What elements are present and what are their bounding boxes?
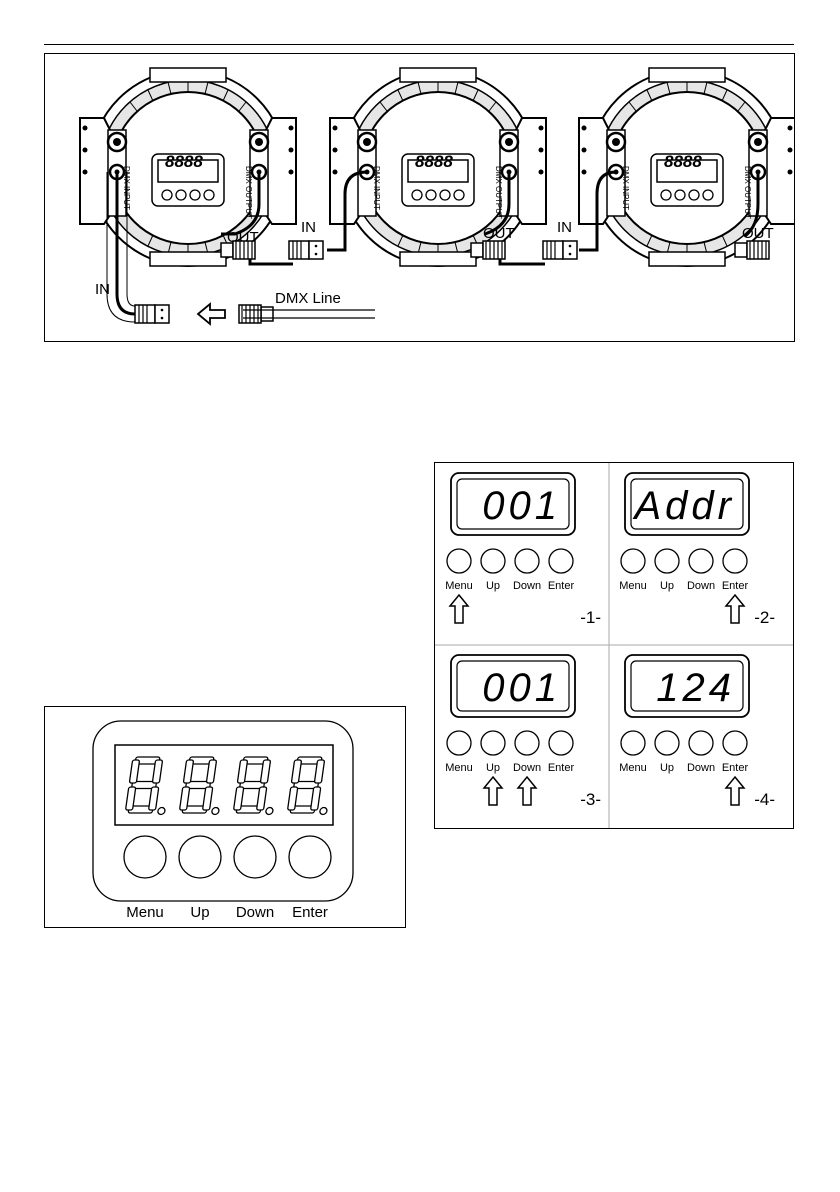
fixture-2-input-label: DMX INPUT: [372, 166, 381, 210]
panel-button-label: Up: [190, 904, 209, 921]
step-button-enter[interactable]: [723, 549, 747, 573]
dmx-chain-diagram: DMX INPUT DMX OUTPUT 8888 OUT DMX INPUT …: [44, 53, 795, 342]
fixture-3-in-label: IN: [557, 219, 572, 236]
panel-button-down[interactable]: [234, 836, 276, 878]
fixture-3-out-plug: [735, 241, 769, 259]
control-panel-svg: Menu Up Down Enter: [45, 707, 405, 927]
step-button-label: Menu: [619, 580, 647, 592]
step-number: -4-: [754, 790, 775, 809]
panel-button-menu[interactable]: [124, 836, 166, 878]
step-button-label: Up: [660, 762, 674, 774]
step-button-down[interactable]: [515, 731, 539, 755]
fixture-2-out-plug: [471, 241, 505, 259]
step-button-enter[interactable]: [549, 731, 573, 755]
step-button-label: Menu: [445, 762, 473, 774]
decimal-point: [211, 808, 219, 815]
step-number: -1-: [580, 608, 601, 627]
step-button-menu[interactable]: [447, 549, 471, 573]
dmx-line-label: DMX Line: [275, 290, 341, 307]
step-button-label: Enter: [722, 580, 749, 592]
fixture-1-display: 8888: [165, 152, 203, 171]
arrow-up-icon: [726, 777, 744, 805]
decimal-point: [319, 808, 327, 815]
arrow-up-icon: [450, 595, 468, 623]
fixture-2-in-socket: [289, 241, 323, 259]
fixture-2-in-label: IN: [301, 219, 316, 236]
arrow-up-icon: [484, 777, 502, 805]
panel-button-label: Down: [236, 904, 274, 921]
step-display-value: 001: [482, 484, 561, 528]
step-button-menu[interactable]: [447, 731, 471, 755]
fixture-1: DMX INPUT DMX OUTPUT 8888 OUT: [80, 68, 296, 266]
step-display-value: 124: [656, 666, 735, 710]
dmx-chain-svg: DMX INPUT DMX OUTPUT 8888 OUT DMX INPUT …: [45, 54, 794, 341]
step-display-value: 001: [482, 666, 561, 710]
decimal-point: [157, 808, 165, 815]
step-button-label: Enter: [722, 762, 749, 774]
arrow-left-icon: [198, 304, 225, 324]
step-number: -2-: [754, 608, 775, 627]
dmx-line-plug: [239, 305, 273, 323]
step-button-up[interactable]: [481, 549, 505, 573]
fixture-3-in-socket: [543, 241, 577, 259]
fixture-2: DMX INPUT DMX OUTPUT 8888 IN OUT: [301, 68, 546, 266]
step-button-label: Down: [513, 762, 541, 774]
step-button-enter[interactable]: [549, 549, 573, 573]
fixture-3-output-label: DMX OUTPUT: [743, 166, 752, 219]
step-button-label: Down: [513, 580, 541, 592]
step-button-label: Menu: [619, 762, 647, 774]
fixture-2-display: 8888: [415, 152, 453, 171]
bottom-in-socket: [135, 305, 169, 323]
step-button-label: Up: [486, 762, 500, 774]
panel-button-enter[interactable]: [289, 836, 331, 878]
header-rule: [44, 44, 794, 45]
step-display-value: Addr: [633, 484, 736, 528]
step-button-up[interactable]: [655, 549, 679, 573]
step-button-down[interactable]: [689, 731, 713, 755]
step-button-menu[interactable]: [621, 731, 645, 755]
step-button-label: Menu: [445, 580, 473, 592]
panel-button-label: Menu: [126, 904, 164, 921]
step-button-label: Enter: [548, 580, 575, 592]
panel-button-up[interactable]: [179, 836, 221, 878]
fixture-1-out-plug: [221, 241, 255, 259]
bottom-in-label: IN: [95, 281, 110, 298]
step-button-enter[interactable]: [723, 731, 747, 755]
arrow-up-icon: [518, 777, 536, 805]
step-number: -3-: [580, 790, 601, 809]
step-button-label: Enter: [548, 762, 575, 774]
step-button-label: Up: [660, 580, 674, 592]
step-button-menu[interactable]: [621, 549, 645, 573]
step-button-down[interactable]: [515, 549, 539, 573]
control-panel-diagram: Menu Up Down Enter: [44, 706, 406, 928]
step-button-label: Down: [687, 762, 715, 774]
step-button-label: Down: [687, 580, 715, 592]
panel-button-label: Enter: [292, 904, 328, 921]
step-button-label: Up: [486, 580, 500, 592]
step-button-up[interactable]: [481, 731, 505, 755]
decimal-point: [265, 808, 273, 815]
step-button-down[interactable]: [689, 549, 713, 573]
step-button-up[interactable]: [655, 731, 679, 755]
fixture-3-input-label: DMX INPUT: [621, 166, 630, 210]
arrow-up-icon: [726, 595, 744, 623]
fixture-3-display: 8888: [664, 152, 702, 171]
fixture-3: DMX INPUT DMX OUTPUT 8888 IN OUT: [557, 68, 794, 266]
fixture-1-output-label: DMX OUTPUT: [244, 166, 253, 219]
fixture-2-output-label: DMX OUTPUT: [494, 166, 503, 219]
